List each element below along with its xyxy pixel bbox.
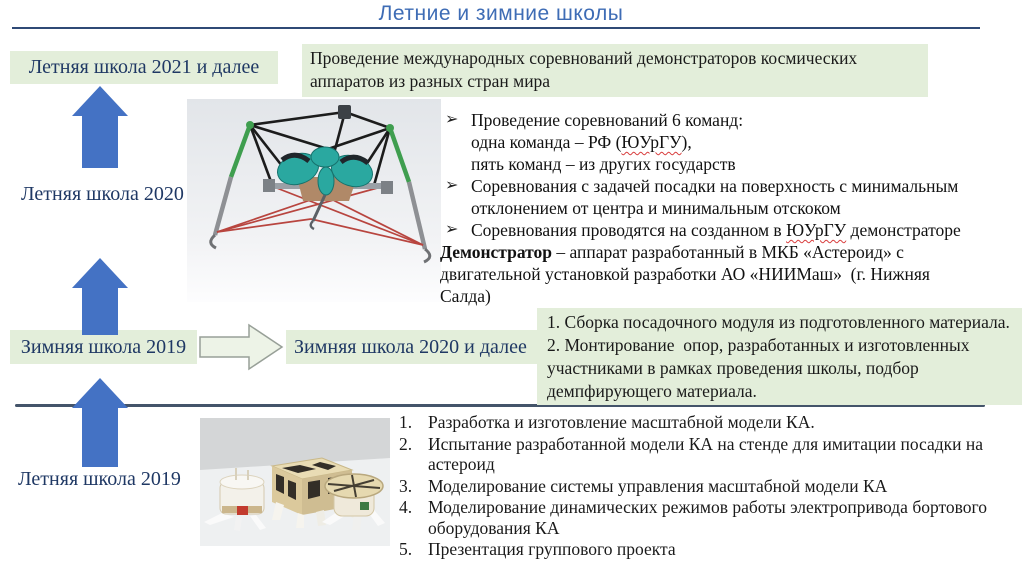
summer-2021-box: Летняя школа 2021 и далее <box>10 51 278 84</box>
winter-2019-box: Зимняя школа 2019 <box>10 330 197 364</box>
winter-tasks-box: 1. Сборка посадочного модуля из подготов… <box>537 308 1022 405</box>
up-arrow-1 <box>72 86 128 168</box>
list-item: 2.Испытание разработанной модели КА на с… <box>399 433 984 475</box>
summer-2020-label: Летняя школа 2020 <box>21 183 184 205</box>
wooden-models-photo <box>200 418 390 546</box>
bullet-demonstrator: ➢ Соревнования проводятся на созданном в… <box>445 220 961 240</box>
intro-box: Проведение международных соревнований де… <box>302 44 928 97</box>
arrowhead-bullet-icon: ➢ <box>445 177 459 194</box>
up-arrow-2 <box>72 258 128 335</box>
list-item: 1.Разработка и изготовление масштабной м… <box>399 412 815 432</box>
summer-2019-task-list: 1.Разработка и изготовление масштабной м… <box>399 412 1014 561</box>
lander-demonstrator-image <box>187 99 441 302</box>
arrowhead-bullet-icon: ➢ <box>445 111 459 128</box>
section-divider <box>15 404 985 407</box>
list-item: 4.Моделирование динамических режимов раб… <box>399 497 988 538</box>
title-rule <box>12 27 980 29</box>
spellcheck-word: ЮУрГУ <box>621 132 682 152</box>
bullet-teams: ➢ Проведение соревнований 6 команд: одна… <box>445 110 744 174</box>
page-title: Летние и зимние школы <box>378 2 624 25</box>
winter-task-2: 2. Монтирование опор, разработанных и из… <box>547 335 970 401</box>
winter-task-1: 1. Сборка посадочного модуля из подготов… <box>547 312 1010 332</box>
list-item: 5.Презентация группового проекта <box>399 539 676 559</box>
winter-2020-box: Зимняя школа 2020 и далее <box>286 330 537 364</box>
spellcheck-word: ЮУрГУ <box>786 220 847 240</box>
bullet-landing-task: ➢ Соревнования с задачей посадки на пове… <box>445 176 959 218</box>
right-arrow <box>199 323 284 371</box>
demonstrator-description: Демонстратор – аппарат разработанный в М… <box>440 242 930 306</box>
list-item: 3.Моделирование системы управления масшт… <box>399 475 888 496</box>
up-arrow-3 <box>72 378 128 467</box>
competition-bullets: ➢ Проведение соревнований 6 команд: одна… <box>440 109 1022 307</box>
summer-2019-label: Летняя школа 2019 <box>18 468 181 490</box>
arrowhead-bullet-icon: ➢ <box>445 221 459 238</box>
